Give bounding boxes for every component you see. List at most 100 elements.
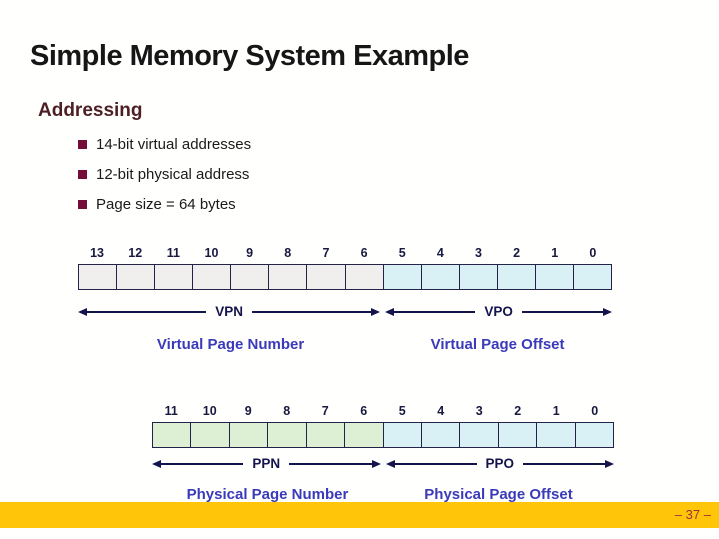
bit-cell (497, 265, 536, 289)
bit-number: 10 (204, 246, 219, 260)
bit-cell (79, 265, 118, 289)
field-span-arrows: VPN VPO (78, 304, 613, 319)
bit-number: 7 (322, 246, 330, 260)
bit-number: 3 (475, 404, 483, 418)
bit-number: 8 (284, 246, 292, 260)
bit-cell (345, 423, 384, 447)
bullet-square-icon (78, 200, 87, 209)
field-captions: Virtual Page Number Virtual Page Offset (78, 336, 612, 353)
bit-cell (535, 265, 575, 289)
bit-cell (155, 265, 194, 289)
bit-cell (421, 423, 461, 447)
bit-number: 13 (90, 246, 105, 260)
bit-cell (460, 423, 499, 447)
bit-cell (306, 423, 346, 447)
bit-cell (383, 265, 422, 289)
vpo-label: VPO (484, 304, 513, 319)
ppn-label: PPN (252, 456, 281, 471)
bit-number: 11 (164, 404, 178, 418)
bullet-list: 14-bit virtual addresses 12-bit physical… (78, 136, 251, 226)
bit-number: 3 (475, 246, 482, 260)
ppo-span-arrow: PPO (385, 456, 615, 471)
bit-cell (269, 265, 308, 289)
bit-cell (229, 423, 269, 447)
bit-number: 9 (246, 246, 254, 260)
bullet-square-icon (78, 170, 87, 179)
bit-number: 5 (398, 246, 406, 260)
bit-number: 1 (551, 246, 559, 260)
arrowhead-right-icon (603, 307, 613, 316)
arrow-line (289, 462, 372, 465)
bit-number: 4 (436, 246, 444, 260)
virtual-page-number-caption: Virtual Page Number (156, 336, 305, 353)
bit-cell (191, 423, 230, 447)
bit-cell (537, 423, 576, 447)
bit-number: 5 (398, 404, 406, 418)
bit-cell (153, 423, 192, 447)
bit-number: 0 (591, 404, 599, 418)
bit-number: 11 (166, 246, 180, 260)
bullet-item: 14-bit virtual addresses (78, 136, 251, 166)
bit-cell (383, 423, 422, 447)
bit-cell-row (152, 422, 614, 448)
slide-title: Simple Memory System Example (30, 40, 469, 72)
virtual-page-offset-caption: Virtual Page Offset (430, 336, 565, 353)
arrowhead-left-icon (385, 459, 395, 468)
bullet-text: 14-bit virtual addresses (96, 136, 252, 153)
field-span-arrows: PPN PPO (152, 456, 615, 471)
bit-number: 12 (128, 246, 143, 260)
bit-cell (345, 265, 384, 289)
physical-page-number-caption: Physical Page Number (186, 486, 349, 503)
arrow-line (87, 310, 207, 313)
bit-cell (498, 423, 538, 447)
bit-cell-row (78, 264, 612, 290)
bit-cell (421, 265, 460, 289)
arrowhead-right-icon (371, 459, 381, 468)
bullet-item: 12-bit physical address (78, 166, 251, 196)
field-captions: Physical Page Number Physical Page Offse… (152, 486, 614, 503)
bit-cell (307, 265, 346, 289)
bit-number: 1 (552, 404, 560, 418)
bit-cell (459, 265, 498, 289)
bit-cell (574, 265, 612, 289)
arrowhead-left-icon (385, 307, 395, 316)
bit-number: 4 (437, 404, 445, 418)
section-heading: Addressing (38, 100, 143, 121)
bit-number: 6 (360, 246, 368, 260)
bit-cell (231, 265, 270, 289)
arrowhead-left-icon (152, 459, 161, 468)
bullet-item: Page size = 64 bytes (78, 196, 251, 226)
arrowhead-right-icon (371, 307, 381, 316)
physical-page-offset-caption: Physical Page Offset (424, 486, 573, 503)
bit-number: 10 (202, 404, 217, 418)
arrow-line (161, 462, 244, 465)
bit-number: 2 (514, 404, 522, 418)
bit-cell (575, 423, 614, 447)
bit-number: 0 (589, 246, 597, 260)
bullet-text: Page size = 64 bytes (96, 196, 236, 213)
footer-bar: – 37 – (0, 502, 719, 528)
bit-number: 6 (360, 404, 368, 418)
arrow-line (252, 310, 372, 313)
arrowhead-left-icon (78, 307, 87, 316)
bit-number: 9 (244, 404, 252, 418)
arrow-line (394, 310, 476, 313)
arrowhead-right-icon (605, 459, 615, 468)
bit-number: 2 (513, 246, 521, 260)
bullet-text: 12-bit physical address (96, 166, 250, 183)
vpn-label: VPN (215, 304, 244, 319)
arrow-line (521, 310, 604, 313)
arrow-line (394, 462, 477, 465)
vpn-span-arrow: VPN (78, 304, 381, 319)
ppo-label: PPO (485, 456, 515, 471)
page-number: – 37 – (674, 507, 711, 522)
ppn-span-arrow: PPN (152, 457, 381, 470)
bit-cell (193, 265, 232, 289)
bit-cell (117, 265, 156, 289)
bit-cell (268, 423, 307, 447)
